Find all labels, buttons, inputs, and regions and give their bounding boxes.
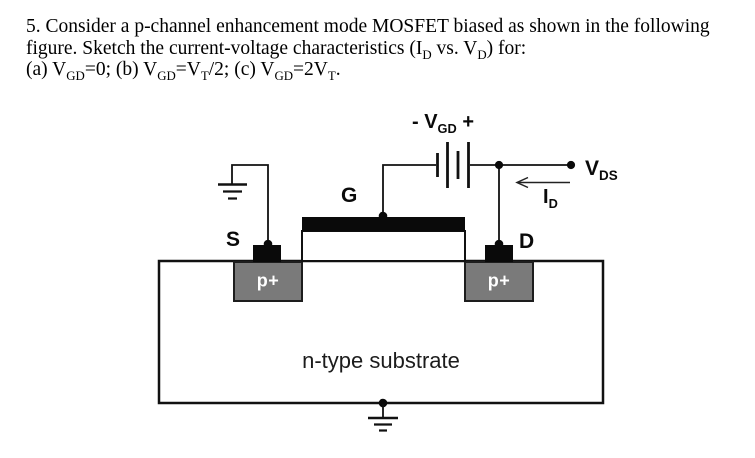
gate-wire — [382, 164, 436, 216]
p-plus-region-drain — [464, 261, 534, 302]
current-arrow — [515, 176, 570, 189]
drain-contact — [485, 245, 513, 262]
substrate-label: n-type substrate — [302, 348, 460, 373]
substrate-junction-dot — [378, 398, 388, 408]
p-plus-region-source — [233, 261, 303, 302]
source-contact — [253, 245, 281, 262]
ground-symbol-substrate — [368, 416, 398, 432]
p-plus-label-drain: p+ — [487, 270, 511, 291]
substrate-outline — [157, 259, 605, 405]
question-line-2: figure. Sketch the current-voltage chara… — [26, 37, 527, 62]
vds-label: VDS — [585, 157, 618, 184]
source-junction-dot — [263, 239, 273, 249]
gate-oxide — [301, 230, 466, 262]
battery-symbol — [436, 142, 470, 188]
battery-drain-node-dot — [494, 160, 504, 170]
p-plus-label-source: p+ — [256, 270, 280, 291]
gate-terminal-label: G — [341, 184, 358, 207]
ground-symbol-source — [218, 183, 247, 200]
source-wire — [231, 164, 269, 246]
source-terminal-label: S — [226, 228, 241, 251]
vgd-battery-label: - VGD + — [411, 111, 475, 136]
question-line-1: 5. Consider a p-channel enhancement mode… — [26, 16, 710, 37]
gate-junction-dot — [378, 211, 388, 221]
question-text: 5. Consider a p-channel enhancement mode… — [26, 16, 710, 84]
id-current-label: ID — [543, 186, 558, 211]
drain-junction-dot — [494, 239, 504, 249]
vds-terminal-dot — [566, 160, 576, 170]
question-line-3: (a) VGD=0; (b) VGD=VT/2; (c) VGD=2VT. — [26, 59, 341, 84]
gate-electrode — [302, 217, 465, 232]
drain-terminal-label: D — [519, 230, 535, 253]
